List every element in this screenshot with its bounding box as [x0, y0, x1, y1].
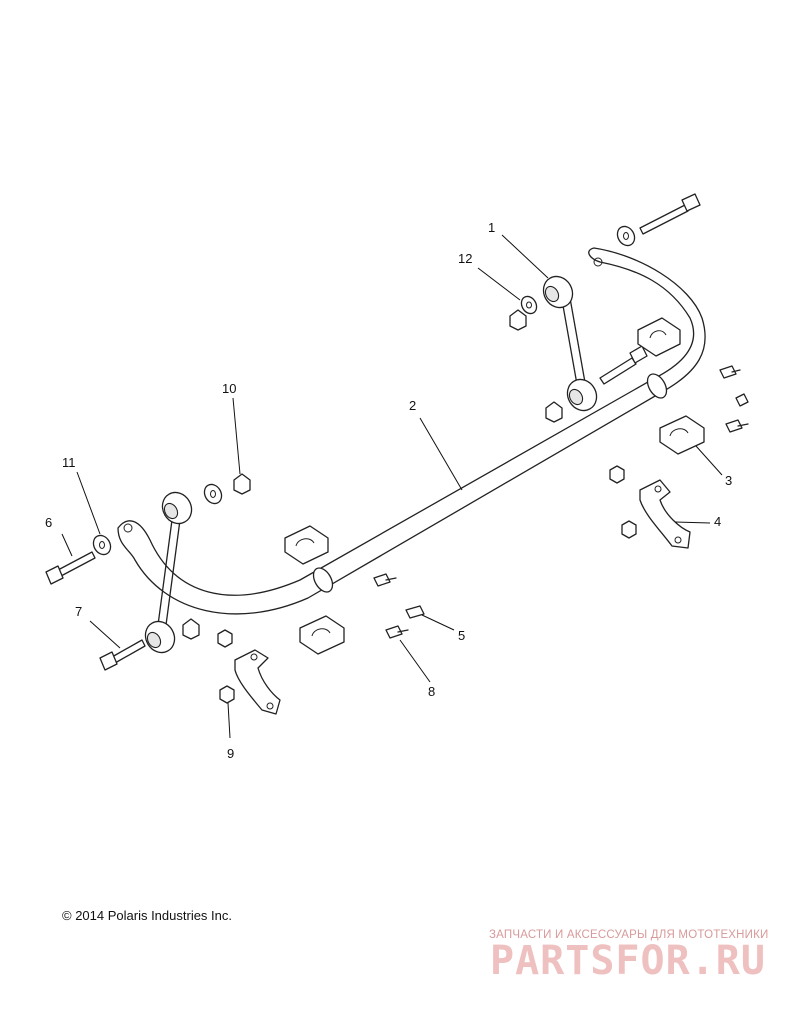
washer-top-right [616, 225, 636, 247]
callout-7: 7 [75, 604, 82, 619]
callout-10: 10 [222, 381, 236, 396]
screw-right-lower [725, 419, 749, 433]
callout-11: 11 [62, 455, 76, 470]
callout-6: 6 [45, 515, 52, 530]
screw-right-mid [735, 393, 749, 407]
left-stabilizer-link [144, 491, 193, 654]
screw-center [373, 573, 397, 587]
leader-lines [61, 234, 723, 739]
nut-12 [509, 309, 527, 331]
bolt-left-6 [45, 551, 96, 585]
nut-left-clamp-upper [217, 629, 233, 648]
nut-right-link [545, 401, 563, 423]
washer-left-upper [203, 483, 223, 505]
callout-8: 8 [428, 684, 435, 699]
washer-12 [520, 295, 538, 315]
nut-left-lower [182, 618, 200, 640]
callout-12: 12 [458, 251, 472, 266]
callout-4: 4 [714, 514, 721, 529]
callout-2: 2 [409, 398, 416, 413]
callout-1: 1 [488, 220, 495, 235]
clamp-right-4 [639, 479, 691, 549]
clamp-left [234, 649, 281, 715]
screw-right-upper [719, 365, 741, 379]
bolt-mid-right [599, 345, 648, 385]
callout-9: 9 [227, 746, 234, 761]
callout-3: 3 [725, 473, 732, 488]
bushing-left-lower [299, 615, 345, 655]
stabilizer-bar [117, 247, 706, 615]
watermark-logo: PARTSFOR.RU [490, 938, 766, 984]
nut-right-clamp-upper [609, 465, 625, 484]
callout-5: 5 [458, 628, 465, 643]
right-stabilizer-link [542, 275, 598, 412]
bushing-right-lower-3 [659, 415, 705, 455]
bushing-left-upper [284, 525, 329, 565]
bolt-top-right [639, 193, 701, 235]
copyright-notice: © 2014 Polaris Industries Inc. [62, 908, 232, 923]
nut-10 [233, 473, 251, 495]
nut-right-clamp-lower [621, 520, 637, 539]
screw-8 [385, 625, 409, 639]
bolt-left-7 [99, 639, 146, 671]
bushing-right-upper [637, 317, 681, 357]
washer-11 [92, 534, 112, 556]
watermark-tagline: ЗАПЧАСТИ И АКСЕССУАРЫ ДЛЯ МОТОТЕХНИКИ [489, 929, 769, 941]
nut-9 [219, 685, 235, 704]
screw-5 [405, 605, 425, 619]
